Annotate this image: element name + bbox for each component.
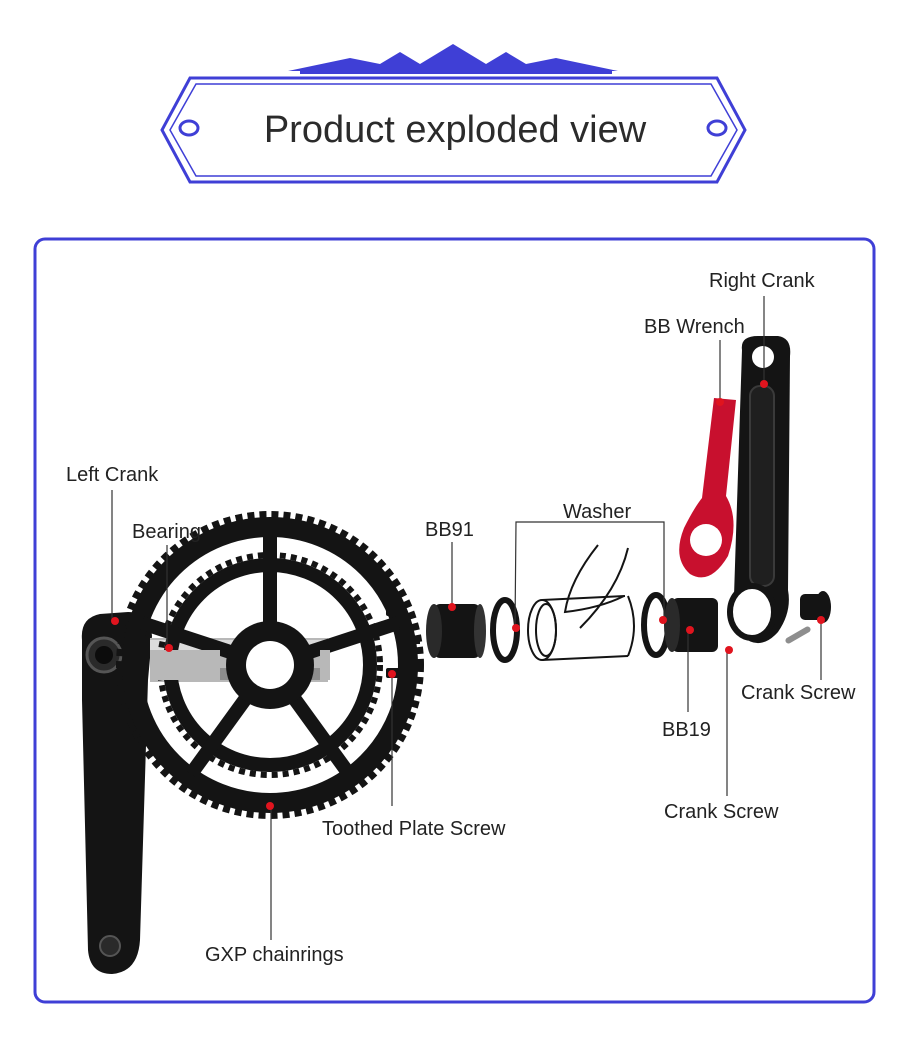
label-right-crank: Right Crank [709, 270, 815, 292]
diagram-frame [33, 237, 876, 1004]
label-toothed-plate-screw: Toothed Plate Screw [322, 818, 506, 840]
red-markers [111, 380, 825, 810]
label-crank-screw-right: Crank Screw [741, 682, 856, 704]
label-bearing: Bearing [132, 521, 201, 543]
label-bb91: BB91 [425, 519, 474, 541]
sleeve-part [527, 544, 635, 661]
crank-screw-right-part [785, 591, 831, 644]
banner-ornament [288, 44, 618, 74]
page-title: Product exploded view [263, 109, 647, 151]
label-gxp-chainrings: GXP chainrings [205, 944, 344, 966]
chainrings-part [116, 511, 424, 819]
label-left-crank: Left Crank [66, 464, 159, 486]
label-crank-screw-bottom: Crank Screw [664, 801, 779, 823]
bb-wrench-part [679, 398, 736, 578]
label-bb19: BB19 [662, 719, 711, 741]
right-crank-part [727, 336, 791, 644]
label-washer: Washer [563, 501, 632, 523]
title-banner-frame [160, 76, 747, 184]
bb19-part [664, 598, 718, 652]
label-bb-wrench: BB Wrench [644, 316, 745, 338]
leader-lines [111, 296, 822, 940]
bb91-part [426, 604, 486, 658]
